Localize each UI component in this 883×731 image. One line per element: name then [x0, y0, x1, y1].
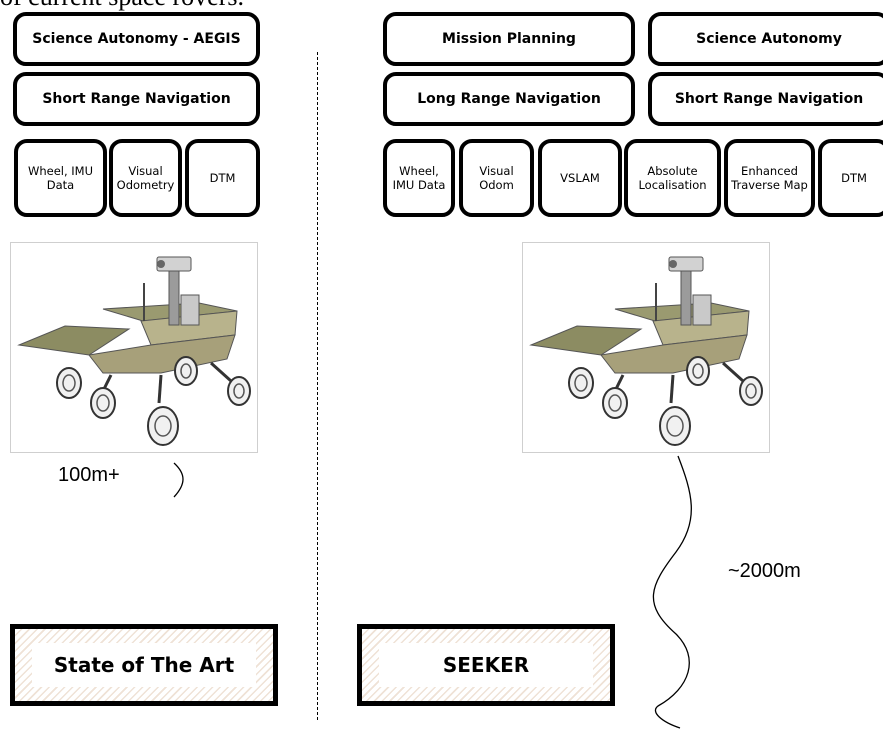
banner-label: State of The Art [32, 643, 256, 687]
block-label: Wheel, IMU Data [27, 164, 94, 192]
distance-label-left: 100m+ [58, 464, 120, 486]
rover-image-left [10, 242, 258, 453]
block-label: Long Range Navigation [417, 91, 601, 107]
block-enhanced-traverse-map: Enhanced Traverse Map [724, 139, 815, 217]
rover-illustration [17, 256, 251, 446]
block-dtm: DTM [185, 139, 260, 217]
block-short-range-navigation: Short Range Navigation [13, 72, 260, 126]
path-squiggle-left [173, 462, 184, 498]
block-visual-odom: Visual Odom [459, 139, 534, 217]
block-visual-odometry: Visual Odometry [109, 139, 182, 217]
banner-label: SEEKER [379, 643, 593, 687]
distance-label-right: ~2000m [728, 560, 801, 582]
rover-image-right [522, 242, 770, 453]
block-label: Short Range Navigation [674, 91, 864, 107]
block-label: Visual Odometry [116, 164, 175, 192]
path-squiggle-right [652, 455, 692, 729]
block-short-range-navigation-seeker: Short Range Navigation [648, 72, 883, 126]
block-label: Wheel, IMU Data [392, 164, 446, 192]
block-label: Short Range Navigation [42, 91, 231, 107]
banner-seeker: SEEKER [357, 624, 615, 706]
block-mission-planning: Mission Planning [383, 12, 635, 66]
block-label: Science Autonomy - AEGIS [32, 31, 241, 47]
block-label: DTM [209, 171, 236, 185]
block-wheel-imu-data: Wheel, IMU Data [14, 139, 107, 217]
block-dtm-seeker: DTM [818, 139, 883, 217]
block-label: Visual Odom [479, 164, 514, 192]
block-science-autonomy-aegis: Science Autonomy - AEGIS [13, 12, 260, 66]
block-label: Science Autonomy [696, 31, 842, 47]
section-divider [317, 52, 318, 720]
block-long-range-navigation: Long Range Navigation [383, 72, 635, 126]
block-label: Absolute Localisation [638, 164, 707, 192]
banner-state-of-the-art: State of The Art [10, 624, 278, 706]
block-absolute-localisation: Absolute Localisation [624, 139, 721, 217]
block-science-autonomy: Science Autonomy [648, 12, 883, 66]
block-vslam: VSLAM [538, 139, 622, 217]
block-wheel-imu-data-seeker: Wheel, IMU Data [383, 139, 455, 217]
block-label: DTM [841, 171, 867, 185]
block-label: Enhanced Traverse Map [731, 164, 808, 192]
block-label: VSLAM [560, 171, 600, 185]
block-label: Mission Planning [442, 31, 576, 47]
caption-text: of current space rovers. [0, 0, 300, 12]
